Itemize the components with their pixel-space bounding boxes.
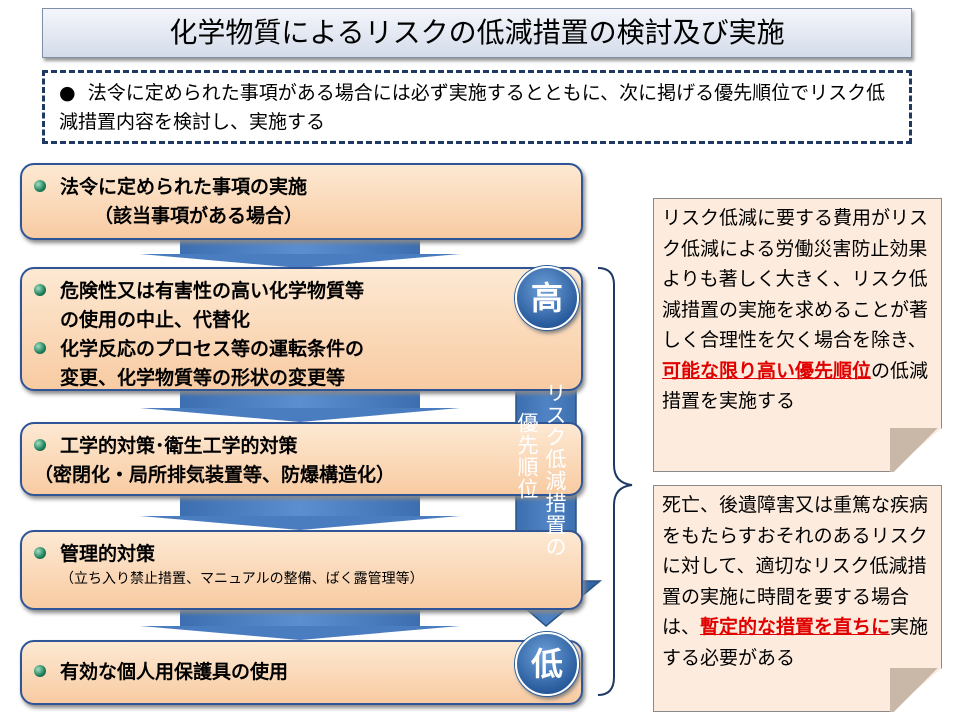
bullet-icon bbox=[34, 284, 46, 296]
slide-title: 化学物質によるリスクの低減措置の検討及び実施 bbox=[42, 8, 912, 58]
intro-text: 法令に定められた事項がある場合には必ず実施するとともに、次に掲げる優先順位でリス… bbox=[59, 82, 886, 133]
bullet-icon bbox=[34, 547, 46, 559]
bullet-icon bbox=[34, 439, 46, 451]
step-text: （立ち入り禁止措置、マニュアルの整備、ばく露管理等） bbox=[60, 571, 424, 587]
note-text: 実施する必要がある bbox=[662, 616, 929, 669]
step-text: 変更、化学物質等の形状の変更等 bbox=[60, 367, 346, 389]
step-text: （密閉化・局所排気装置等、防爆構造化） bbox=[34, 464, 396, 486]
step-engineering: 工学的対策･衛生工学的対策 （密閉化・局所排気装置等、防爆構造化） bbox=[20, 422, 583, 496]
brace bbox=[597, 267, 633, 696]
step-administrative: 管理的対策 （立ち入り禁止措置、マニュアルの整備、ばく露管理等） bbox=[20, 530, 583, 610]
note-text: の低減措置を実施する bbox=[662, 359, 929, 412]
note-text: リスク低減に要する費用がリスク低減による労働災害防止効果よりも著しく大きく、リス… bbox=[662, 207, 929, 351]
page-fold-icon bbox=[890, 668, 942, 712]
step-legal: 法令に定められた事項の実施 （該当事項がある場合） bbox=[20, 163, 583, 240]
step-substitution: 危険性又は有害性の高い化学物質等 の使用の中止、代替化 化学反応のプロセス等の運… bbox=[20, 267, 583, 391]
connector-arrow bbox=[140, 494, 460, 530]
arrow-label-2: 優先順位 bbox=[515, 412, 539, 500]
intro-box: ● 法令に定められた事項がある場合には必ず実施するとともに、次に掲げる優先順位で… bbox=[42, 70, 912, 144]
note-cost: リスク低減に要する費用がリスク低減による労働災害防止効果よりも著しく大きく、リス… bbox=[653, 198, 942, 472]
high-priority-badge: 高 bbox=[515, 266, 579, 330]
step-text: 管理的対策 bbox=[60, 543, 156, 565]
connector-arrow bbox=[140, 388, 460, 422]
step-text: 有効な個人用保護具の使用 bbox=[60, 661, 289, 683]
low-priority-badge: 低 bbox=[515, 632, 579, 696]
bullet-icon bbox=[34, 342, 46, 354]
arrow-label-1: リスク低減措置の bbox=[543, 382, 567, 558]
step-text: の使用の中止、代替化 bbox=[60, 309, 251, 331]
step-text: 危険性又は有害性の高い化学物質等 bbox=[60, 280, 365, 302]
step-ppe: 有効な個人用保護具の使用 bbox=[20, 640, 583, 705]
bullet: ● bbox=[59, 82, 76, 104]
note-text: 死亡、後遺障害又は重篤な疾病をもたらすおそれのあるリスクに対して、適切なリスク低… bbox=[662, 494, 929, 638]
note-interim: 死亡、後遺障害又は重篤な疾病をもたらすおそれのあるリスクに対して、適切なリスク低… bbox=[653, 485, 942, 712]
note-emphasis: 暫定的な措置を直ちに bbox=[700, 616, 891, 638]
note-emphasis: 可能な限り高い優先順位 bbox=[662, 359, 872, 382]
step-text: 工学的対策･衛生工学的対策 bbox=[60, 435, 298, 457]
step-text: 法令に定められた事項の実施 bbox=[60, 176, 308, 198]
bullet-icon bbox=[34, 665, 46, 677]
step-text: （該当事項がある場合） bbox=[94, 205, 304, 227]
connector-arrow bbox=[140, 608, 460, 640]
connector-arrow bbox=[140, 238, 460, 268]
bullet-icon bbox=[34, 180, 46, 192]
page-fold-icon bbox=[890, 428, 942, 472]
step-text: 化学反応のプロセス等の運転条件の bbox=[60, 338, 365, 360]
